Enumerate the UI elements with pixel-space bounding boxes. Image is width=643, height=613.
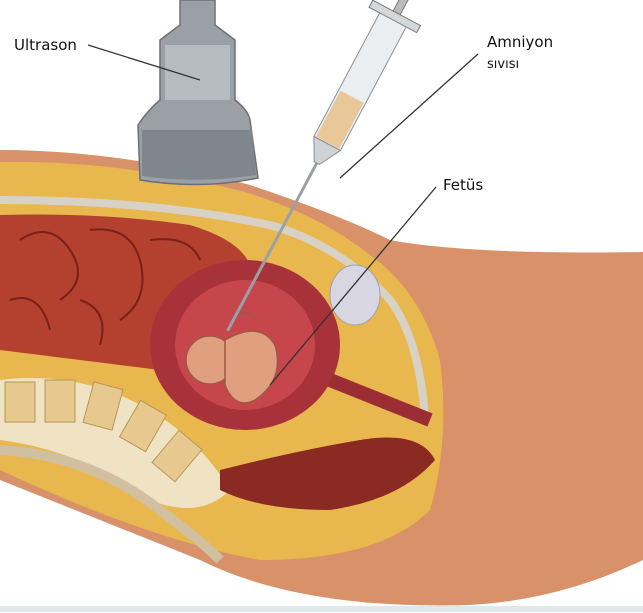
intestine-folds <box>9 228 201 346</box>
ultrasound-label: Ultrason <box>14 36 77 54</box>
rectum <box>220 437 435 510</box>
vertebrae <box>4 379 203 483</box>
abdominal-wall <box>0 196 429 421</box>
syringe <box>226 0 422 332</box>
amniotic-fluid-label-line1: Amniyon <box>487 33 554 51</box>
fetus-label: Fetüs <box>443 176 484 194</box>
amniotic-fluid-label-line2: sıvısı <box>487 57 520 72</box>
amniotic-fluid-leader-line <box>339 53 479 179</box>
fetus-leader-line <box>269 186 437 386</box>
bladder <box>329 264 381 326</box>
fetus-figure <box>185 311 279 404</box>
ultrasound-probe <box>137 0 259 186</box>
intestines <box>0 214 250 370</box>
vagina-canal <box>327 373 433 427</box>
ultrasound-leader-line <box>87 44 201 81</box>
spinal-cord <box>0 445 224 564</box>
